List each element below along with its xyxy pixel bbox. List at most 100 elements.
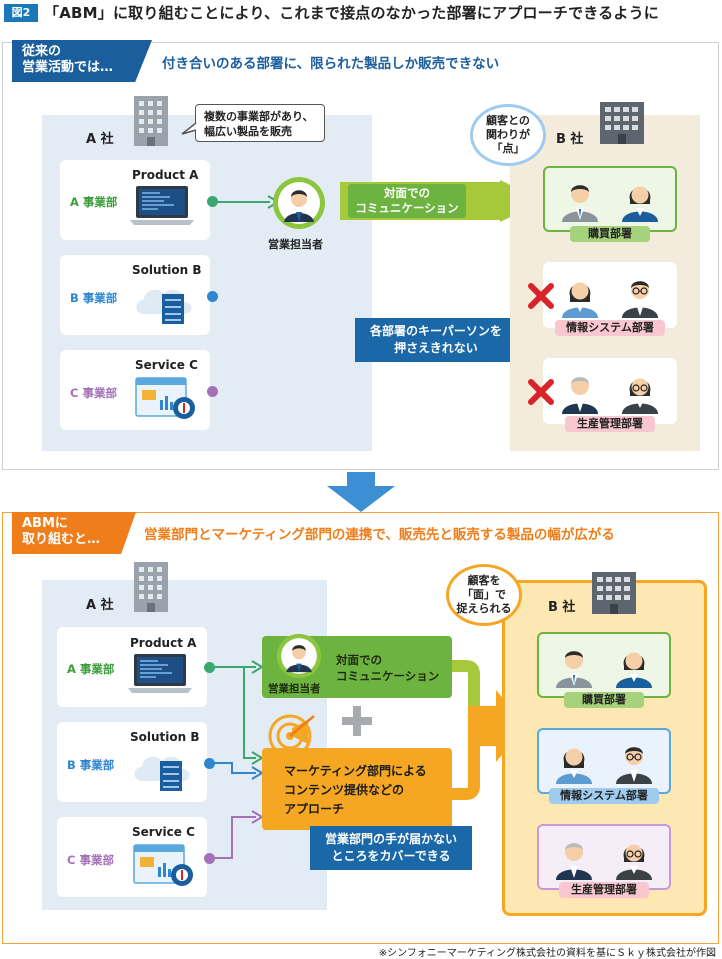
s2-connectors xyxy=(210,660,264,859)
s1-building-b-icon xyxy=(600,102,644,144)
s2-cover-line2: ところをカバーできる xyxy=(331,849,451,863)
person-senior-icon xyxy=(556,843,592,880)
section1-heading: 付き合いのある部署に、限られた製品しか販売できない xyxy=(162,56,500,72)
s1-warning-line1: 各部署のキーパーソンを xyxy=(370,324,502,338)
section2-tag-line2: 取り組むと… xyxy=(22,532,101,547)
s2-cover-line1: 営業部門の手が届かない xyxy=(324,832,457,846)
laptop-icon xyxy=(128,654,192,693)
s2-cover-box: 営業部門の手が届かない ところをカバーできる xyxy=(310,826,472,870)
source-note: ※シンフォニーマーケティング株式会社の資料を基にＳｋｙ株式会社が作図 xyxy=(378,948,716,959)
s2-dept-label-it: 情報システム部署 xyxy=(549,788,659,804)
s2-marketing-line2: コンテンツ提供などの xyxy=(284,783,405,797)
s2-surface-line1: 顧客を xyxy=(467,574,501,587)
s1-bubble-line2: 幅広い製品を販売 xyxy=(204,125,292,138)
s1-unit-c-dot xyxy=(207,386,218,397)
s1-company-b-label: B 社 xyxy=(556,132,584,147)
s1-comm-line1: 対面での xyxy=(384,186,430,200)
s1-unit-a-dot xyxy=(207,196,218,207)
person-female-icon xyxy=(562,282,598,318)
section2-tag-line1: ABMに xyxy=(22,516,68,531)
s2-unit-a-product: Product A xyxy=(130,636,197,650)
s2-comm-label: 対面での コミュニケーション xyxy=(336,652,439,684)
s2-marketing-label: マーケティング部門による コンテンツ提供などの アプローチ xyxy=(284,762,427,819)
s1-unit-c-product: Service C xyxy=(135,358,198,372)
s1-comm-label: 対面での コミュニケーション xyxy=(348,184,466,218)
s2-unit-b-product: Solution B xyxy=(130,730,200,744)
figure-badge: 図2 xyxy=(4,4,38,22)
s2-building-a-icon xyxy=(134,562,168,612)
s1-contact-line2: 関わりが xyxy=(486,128,530,141)
s1-dept-label-purchasing: 購買部署 xyxy=(570,226,650,242)
s1-contact-bubble: 顧客との 関わりが 「点」 xyxy=(470,104,546,166)
s2-unit-b-dept: B 事業部 xyxy=(67,758,115,772)
s1-unit-a-product: Product A xyxy=(132,168,199,182)
s2-surface-line2: 「面」で xyxy=(462,588,506,601)
salesperson-avatar-icon xyxy=(276,633,322,679)
person-male-glasses-icon xyxy=(622,281,658,318)
s1-unit-b-dept: B 事業部 xyxy=(70,291,118,305)
section1-tag-line1: 従来の xyxy=(22,44,62,59)
s2-surface-line3: 捉えられる xyxy=(456,602,512,615)
s1-building-a-icon xyxy=(134,96,168,146)
section1-tag: 従来の 営業活動では… xyxy=(12,40,152,82)
s2-dept-label-production: 生産管理部署 xyxy=(559,882,649,898)
section2-heading: 営業部門とマーケティング部門の連携で、販売先と販売する製品の幅が広がる xyxy=(144,527,615,543)
salesperson-avatar-icon xyxy=(273,177,325,229)
person-male-icon xyxy=(556,651,592,688)
s2-company-a-label: A 社 xyxy=(86,598,114,613)
s1-contact-line3: 「点」 xyxy=(491,142,525,155)
transition-arrow xyxy=(327,472,395,512)
cloud-server-icon xyxy=(134,756,190,791)
s1-unit-a-dept: A 事業部 xyxy=(70,195,118,209)
s2-salesperson-caption: 営業担当者 xyxy=(268,683,321,695)
s1-unit-b-product: Solution B xyxy=(132,263,202,277)
cloud-server-icon xyxy=(136,289,192,324)
person-female-icon xyxy=(616,652,652,688)
s2-comm-line2: コミュニケーション xyxy=(336,669,440,683)
s2-dept-label-purchasing: 購買部署 xyxy=(564,692,644,708)
s2-unit-c-dot xyxy=(204,853,215,864)
s1-warning-box: 各部署のキーパーソンを 押さえきれない xyxy=(355,318,517,362)
person-female-icon xyxy=(622,186,658,222)
cross-mark-icon xyxy=(528,283,554,309)
s1-company-a-bubble: 複数の事業部があり、 幅広い製品を販売 xyxy=(195,104,325,142)
section2-frame xyxy=(2,512,719,944)
figure-title: 「ABM」に取り組むことにより、これまで接点のなかった部署にアプローチできるよう… xyxy=(44,4,659,22)
s1-unit-card-b xyxy=(60,255,210,335)
person-female-glasses-icon xyxy=(622,378,658,414)
s2-building-b-icon xyxy=(592,572,636,614)
s1-dept-label-it: 情報システム部署 xyxy=(555,320,665,336)
s2-surface-bubble: 顧客を 「面」で 捉えられる xyxy=(446,564,522,626)
analytics-window-icon xyxy=(135,377,195,419)
s1-salesperson-caption: 営業担当者 xyxy=(268,238,323,251)
plus-icon xyxy=(342,706,372,736)
person-senior-icon xyxy=(562,377,598,414)
laptop-icon xyxy=(130,186,194,225)
s2-merge-arrow xyxy=(452,660,526,800)
person-male-icon xyxy=(562,185,598,222)
s1-unit-b-dot xyxy=(207,291,218,302)
s1-contact-line1: 顧客との xyxy=(486,114,530,127)
s1-dept-label-production: 生産管理部署 xyxy=(565,416,655,432)
section1-tag-line2: 営業活動では… xyxy=(22,60,114,75)
s2-unit-a-dot xyxy=(204,662,215,673)
s1-bubble-line1: 複数の事業部があり、 xyxy=(204,110,314,123)
person-female-icon xyxy=(556,748,592,784)
section1-frame xyxy=(2,42,719,470)
s2-comm-line1: 対面での xyxy=(336,653,382,667)
s2-unit-c-dept: C 事業部 xyxy=(67,853,114,867)
s1-unit-c-dept: C 事業部 xyxy=(70,386,117,400)
s2-company-b-label: B 社 xyxy=(548,600,576,615)
s2-marketing-line3: アプローチ xyxy=(284,802,345,816)
s1-company-a-label: A 社 xyxy=(86,132,114,147)
s2-unit-a-dept: A 事業部 xyxy=(67,662,115,676)
cross-mark-icon xyxy=(528,379,554,405)
s1-comm-line2: コミュニケーション xyxy=(355,201,459,215)
s2-unit-c-product: Service C xyxy=(132,825,195,839)
s2-marketing-box xyxy=(262,748,452,830)
s2-unit-b-dot xyxy=(204,758,215,769)
person-male-glasses-icon xyxy=(616,747,652,784)
s1-bubble-tail xyxy=(181,122,197,135)
person-female-glasses-icon xyxy=(616,844,652,880)
analytics-window-icon xyxy=(133,844,193,886)
